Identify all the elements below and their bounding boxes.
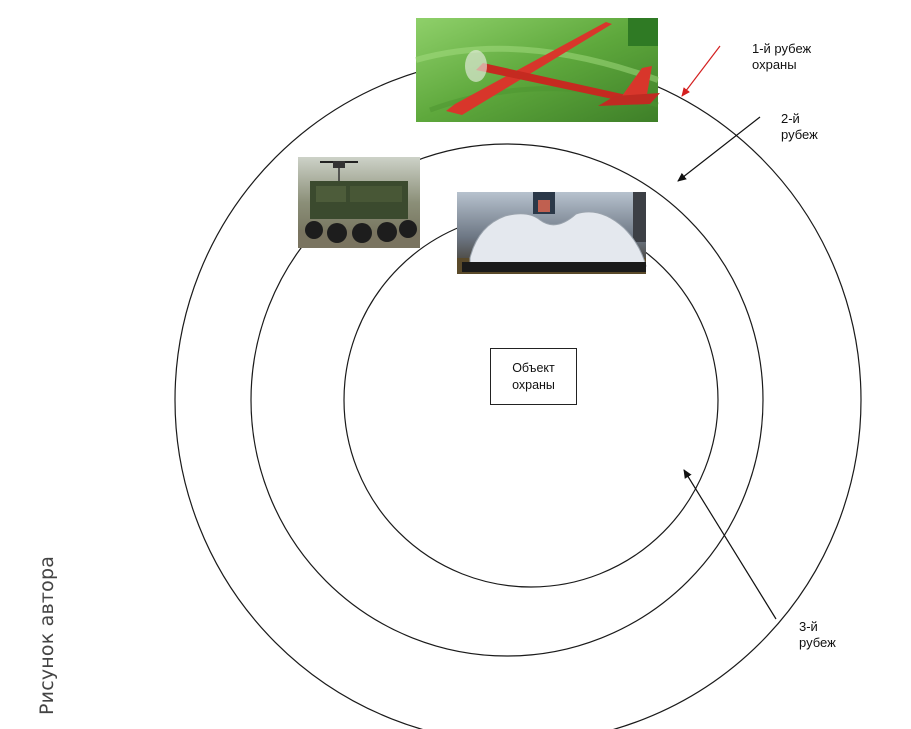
arrow-line-3 — [683, 469, 777, 620]
label-line-1-b: охраны — [752, 57, 797, 72]
ring-middle — [250, 143, 764, 657]
figure-credit: Рисунок автора — [36, 555, 58, 715]
label-line-3-a: 3-й — [799, 619, 818, 634]
label-line-2-a: 2-й — [781, 111, 800, 126]
object-label-b: охраны — [512, 377, 555, 392]
arrow-line-1 — [681, 45, 721, 97]
label-line-1: 1-й рубеж охраны — [752, 41, 811, 73]
label-line-1-a: 1-й рубеж — [752, 41, 812, 56]
robot-sentry-photo — [457, 192, 647, 274]
uav-plane-photo — [415, 18, 660, 122]
protected-object-box: Объект охраны — [490, 348, 577, 405]
label-line-2-b: рубеж — [781, 127, 818, 142]
unmanned-ground-vehicle-photo — [298, 157, 420, 248]
label-line-3: 3-й рубеж — [799, 619, 836, 651]
arrow-line-2 — [677, 116, 761, 182]
label-line-2: 2-й рубеж — [781, 111, 818, 143]
object-label-a: Объект — [512, 360, 555, 375]
label-line-3-b: рубеж — [799, 635, 836, 650]
